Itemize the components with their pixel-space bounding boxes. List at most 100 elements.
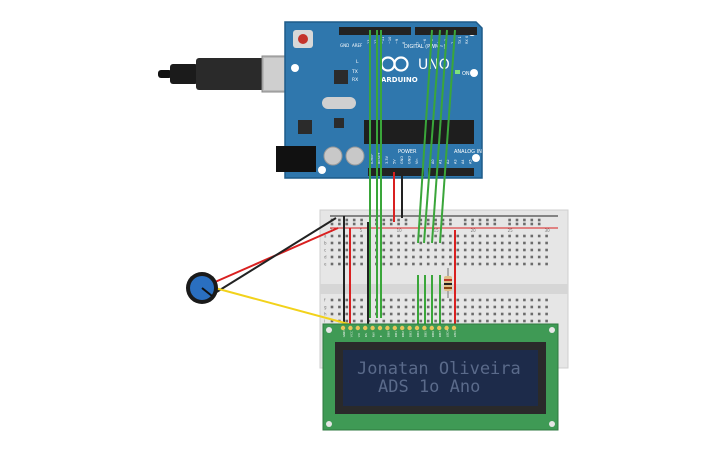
breadboard-hole [330, 312, 334, 316]
breadboard-hole [515, 248, 519, 252]
breadboard-hole [530, 241, 534, 245]
breadboard-hole [463, 218, 467, 222]
breadboard-hole [523, 234, 526, 238]
breadboard-hole [382, 218, 386, 222]
breadboard-hole [530, 312, 534, 316]
breadboard-hole [500, 298, 504, 302]
breadboard-hole [419, 234, 423, 238]
lcd-pin [348, 325, 353, 331]
potentiometer[interactable] [186, 272, 218, 304]
digital-pin-label: ~6 [423, 39, 427, 44]
breadboard-hole [412, 319, 415, 323]
breadboard-hole [493, 234, 497, 238]
breadboard-hole [493, 255, 497, 259]
breadboard-hole [404, 241, 408, 245]
wire-green-d4 [423, 29, 441, 244]
lcd-pin [444, 325, 449, 331]
breadboard-hole [471, 319, 474, 323]
power-pin-label: RESET [378, 152, 382, 164]
power-header [368, 168, 424, 176]
breadboard-hole [397, 262, 400, 266]
breadboard-hole [434, 262, 437, 266]
power-pin-label: IOREF [370, 154, 374, 164]
digital-pin-label: ~10 [388, 37, 392, 44]
breadboard-hole [486, 319, 489, 323]
breadboard-hole [486, 248, 489, 252]
breadboard-hole [515, 218, 519, 222]
digital-pin-label: 2 [451, 42, 455, 44]
breadboard-hole [508, 218, 511, 222]
digital-pin-label: RX 0 [465, 36, 469, 44]
breadboard-hole [397, 222, 400, 226]
breadboard-hole [500, 248, 504, 252]
breadboard-hole [434, 319, 437, 323]
lcd-mount-hole [549, 327, 555, 333]
breadboard-hole [419, 222, 423, 226]
breadboard-hole [412, 312, 415, 316]
breadboard-hole [449, 218, 452, 222]
breadboard-hole [426, 218, 430, 222]
breadboard-hole [515, 319, 519, 323]
breadboard-hole [463, 312, 467, 316]
breadboard-hole [441, 241, 445, 245]
breadboard-hole [508, 312, 511, 316]
breadboard-hole [419, 298, 423, 302]
breadboard-hole [456, 312, 460, 316]
lcd-line-1: Jonatan Oliveira [357, 359, 521, 379]
breadboard-hole [352, 262, 356, 266]
lcd-screen [343, 350, 538, 406]
breadboard-hole [456, 255, 460, 259]
aref-label: AREF [352, 43, 363, 48]
breadboard-hole [434, 298, 437, 302]
breadboard-hole [515, 255, 519, 259]
digital-header-left [339, 27, 411, 35]
breadboard-hole [382, 255, 386, 259]
mounting-hole [472, 154, 480, 162]
lcd-pin [407, 325, 412, 331]
lcd-pin-label: DB5 [423, 331, 427, 337]
breadboard-hole [382, 262, 386, 266]
analog-label: ANALOG IN [454, 149, 482, 155]
breadboard-hole [382, 241, 386, 245]
breadboard-hole [486, 222, 489, 226]
breadboard-row-label: e [324, 262, 327, 267]
breadboard-hole [338, 234, 341, 238]
breadboard-hole [389, 312, 393, 316]
breadboard-hole [523, 241, 526, 245]
breadboard-hole [419, 248, 423, 252]
breadboard-hole [352, 248, 356, 252]
lcd-pin-label: LED- [453, 330, 457, 337]
breadboard-hole [515, 312, 519, 316]
breadboard-hole [545, 305, 548, 309]
breadboard-hole [486, 234, 489, 238]
breadboard-row-label: b [324, 241, 327, 246]
breadboard-hole [338, 298, 341, 302]
atmega-chip [364, 120, 474, 144]
breadboard-row-label: c [324, 248, 326, 253]
power-pin-label: 3.3V [385, 155, 389, 164]
breadboard-hole [537, 248, 541, 252]
breadboard-hole [456, 298, 460, 302]
breadboard-hole [449, 312, 452, 316]
lcd-pin [400, 325, 405, 331]
breadboard-hole [382, 234, 386, 238]
breadboard-hole [537, 255, 541, 259]
breadboard-hole [389, 319, 393, 323]
breadboard-hole [523, 222, 526, 226]
breadboard-hole [493, 222, 497, 226]
breadboard-hole [360, 248, 363, 252]
breadboard-hole [493, 248, 497, 252]
breadboard-hole [508, 241, 511, 245]
breadboard-hole [382, 248, 386, 252]
breadboard-hole [456, 305, 460, 309]
lcd-pin-label: GND [342, 330, 346, 338]
breadboard-hole [478, 241, 482, 245]
breadboard-hole [338, 305, 341, 309]
lcd-pin [385, 325, 390, 331]
breadboard-hole [463, 262, 467, 266]
breadboard-hole [434, 312, 437, 316]
breadboard-hole [441, 319, 445, 323]
breadboard-hole [545, 319, 548, 323]
breadboard-hole [515, 234, 519, 238]
